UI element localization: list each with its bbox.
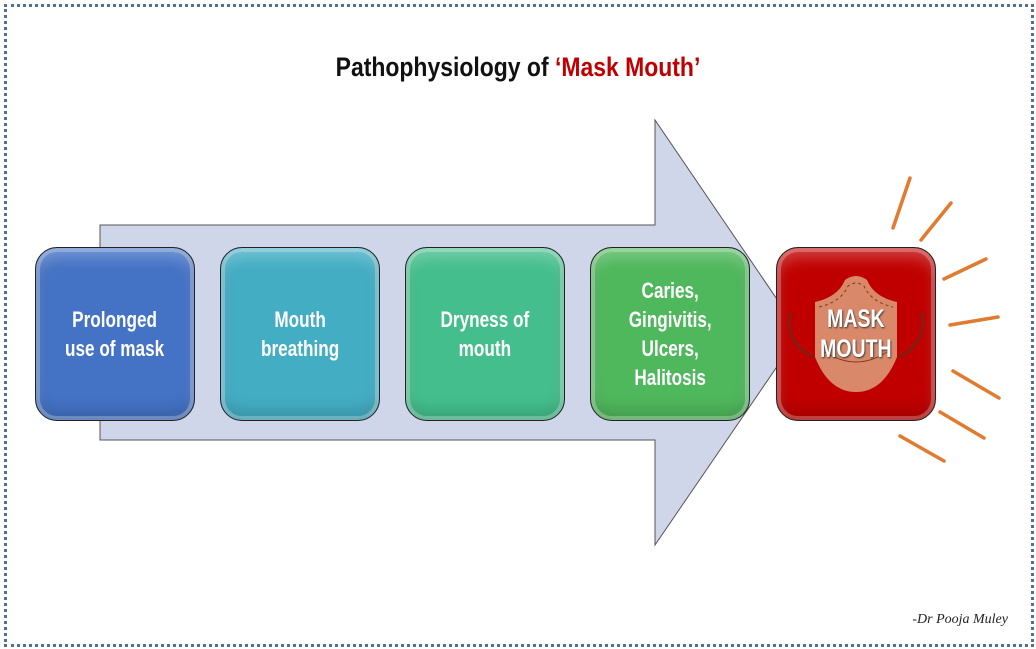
burst-rays-icon [891,176,1001,463]
step-dryness: Dryness of mouth [405,247,565,421]
step-conditions: Caries, Gingivitis, Ulcers, Halitosis [590,247,750,421]
page-title: Pathophysiology of ‘Mask Mouth’ [78,52,959,83]
step-mask-mouth: MASK MOUTH [776,247,936,421]
step-mouth-breathing: Mouth breathing [220,247,380,421]
step-label: Prolonged use of mask [65,307,165,361]
author-signature: -Dr Pooja Muley [912,612,1008,627]
step-prolonged-mask-use: Prolonged use of mask [35,247,195,421]
title-highlight: ‘Mask Mouth’ [554,52,701,82]
step-label: Mouth breathing [260,307,340,361]
step-label: Caries, Gingivitis, Ulcers, Halitosis [628,278,712,390]
step-label: MASK MOUTH [820,305,892,363]
face-mask-icon [788,276,924,392]
step-label: Dryness of mouth [440,307,530,361]
dotted-frame [4,4,1034,647]
title-prefix: Pathophysiology of [335,52,555,82]
